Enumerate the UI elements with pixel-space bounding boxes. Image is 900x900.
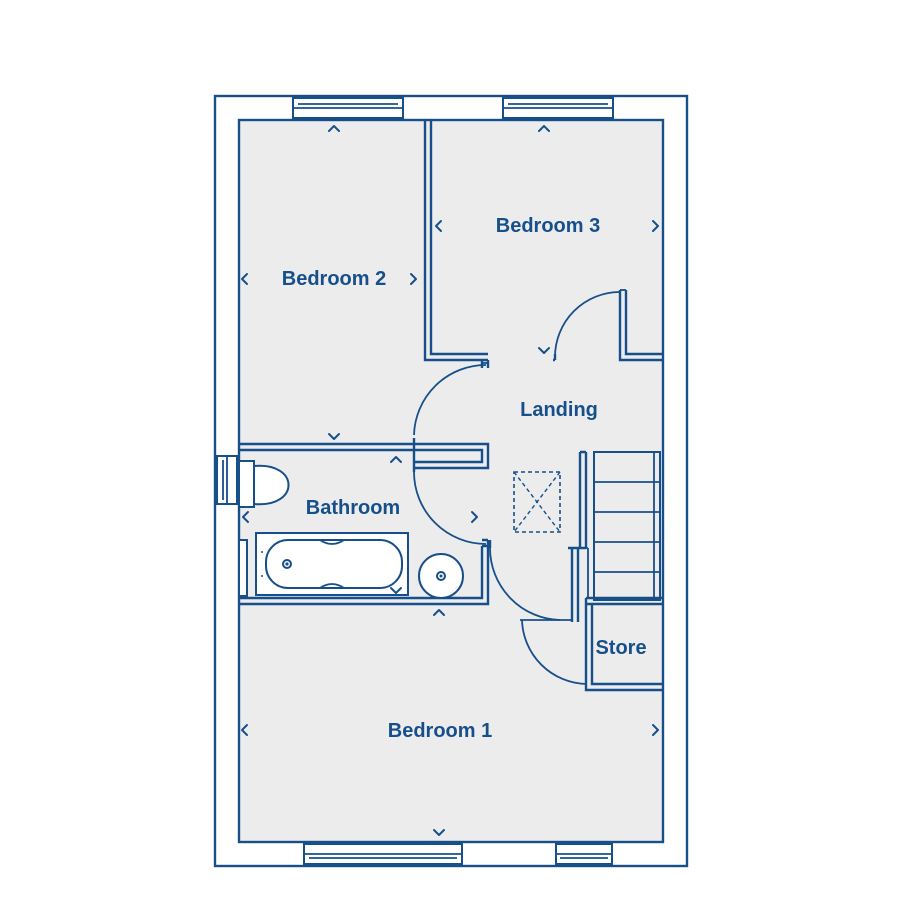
staircase bbox=[568, 450, 661, 622]
store-door bbox=[521, 619, 587, 685]
window-bathroom bbox=[216, 455, 238, 505]
label-bedroom-3: Bedroom 3 bbox=[496, 215, 600, 237]
label-store: Store bbox=[595, 637, 646, 659]
label-landing: Landing bbox=[520, 399, 598, 421]
window-bedroom-3 bbox=[502, 97, 614, 119]
bedroom-2-door bbox=[413, 364, 487, 436]
dimension-arrows bbox=[241, 125, 659, 836]
window-bedroom-1-right bbox=[555, 843, 613, 865]
bath bbox=[238, 532, 409, 597]
landing-door bbox=[489, 547, 561, 621]
label-bathroom: Bathroom bbox=[306, 497, 400, 519]
label-bedroom-2: Bedroom 2 bbox=[282, 268, 386, 290]
window-bedroom-1-left bbox=[303, 843, 463, 865]
basin bbox=[418, 553, 464, 599]
window-bedroom-2 bbox=[292, 97, 404, 119]
floor-area bbox=[239, 120, 663, 842]
bedroom-2-bathroom-wall bbox=[239, 438, 490, 472]
label-bedroom-1: Bedroom 1 bbox=[388, 720, 492, 742]
bathroom-door bbox=[413, 471, 487, 545]
store-walls bbox=[584, 596, 663, 692]
bedroom-3-door bbox=[554, 291, 621, 358]
bathroom-walls bbox=[239, 538, 492, 606]
toilet bbox=[238, 460, 290, 508]
loft-hatch bbox=[513, 471, 561, 533]
